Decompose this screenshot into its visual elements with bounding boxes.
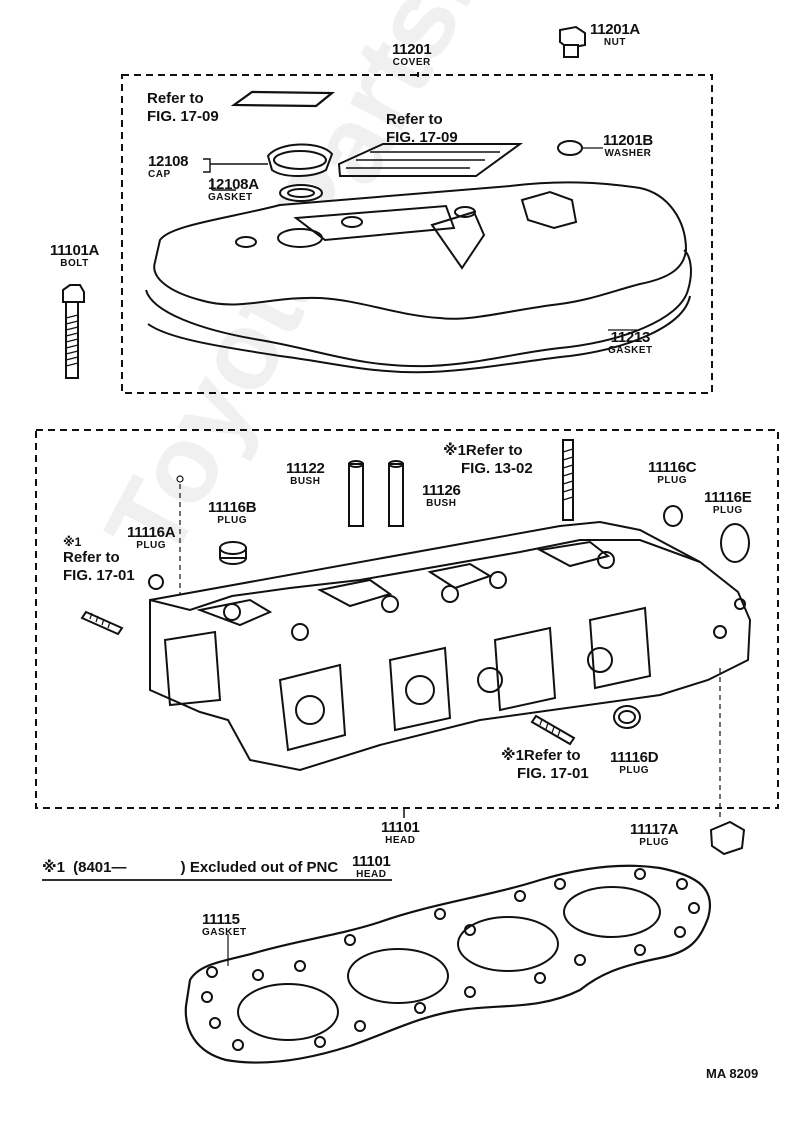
label-nut: 11201A NUT [590,21,640,48]
head-gasket-part [184,864,712,1064]
label-cover: 11201 COVER [392,41,432,68]
label-plug-b: 11116B PLUG [208,499,257,526]
head-group-box [35,429,779,809]
bolt-part [62,284,85,379]
ref-note-5: ※1Refer to FIG. 17-01 [501,747,589,782]
cover-gasket-part [145,249,692,374]
ref-note-4: ※1 Refer to FIG. 17-01 [63,535,135,584]
label-cap-gasket: 12108A GASKET [208,176,259,203]
cylinder-head-body [149,520,752,772]
label-bush-2: 11126 BUSH [422,482,461,509]
plug-a-part [148,574,164,590]
plug-c-part [663,505,683,527]
label-bush-1: 11122 BUSH [286,460,325,487]
label-plug-e: 11116E PLUG [704,489,752,516]
plug-d-part [613,705,641,729]
label-plug-c: 11116C PLUG [648,459,697,486]
label-plug-17a: 11117A PLUG [630,821,679,848]
footnote: ※1 (8401— ) Excluded out of PNC [42,858,338,876]
valve-cover-body [153,181,688,320]
footnote-mark: ※1 [42,859,65,876]
washer-part [557,140,583,156]
nut-part [559,25,586,58]
label-cover-gasket: 11213 GASKET [608,329,653,356]
label-washer: 11201B WASHER [603,132,653,159]
label-plug-a: 11116A PLUG [127,524,176,551]
ref-plate-2 [337,143,524,177]
cap-part [266,143,334,202]
plug-b-part [219,541,247,565]
diagram-code: MA 8209 [706,1066,759,1081]
footnote-date: (8401— [73,859,127,876]
ref-plate-1 [230,90,336,108]
ref-note-2: Refer to FIG. 17-09 [386,111,458,146]
plug-17a-part [709,820,746,856]
bush-1-part [348,460,364,527]
plug-e-part [720,523,750,563]
ref-note-3: ※1Refer to FIG. 13-02 [443,442,533,477]
stud-left-part [80,610,124,636]
ref-note-1: Refer to FIG. 17-09 [147,90,219,125]
label-plug-d: 11116D PLUG [610,749,659,776]
stud-bottom-part [530,714,576,746]
stud-top-part [562,439,574,521]
label-cap: 12108 CAP [148,153,189,180]
label-head-gasket: 11115 GASKET [202,911,247,938]
bush-2-part [388,460,404,527]
label-bolt: 11101A BOLT [50,242,100,269]
label-head: 11101 HEAD [381,819,420,846]
footnote-text: ) Excluded out of PNC [180,859,339,876]
footnote-pnc: 11101 HEAD [352,853,391,880]
